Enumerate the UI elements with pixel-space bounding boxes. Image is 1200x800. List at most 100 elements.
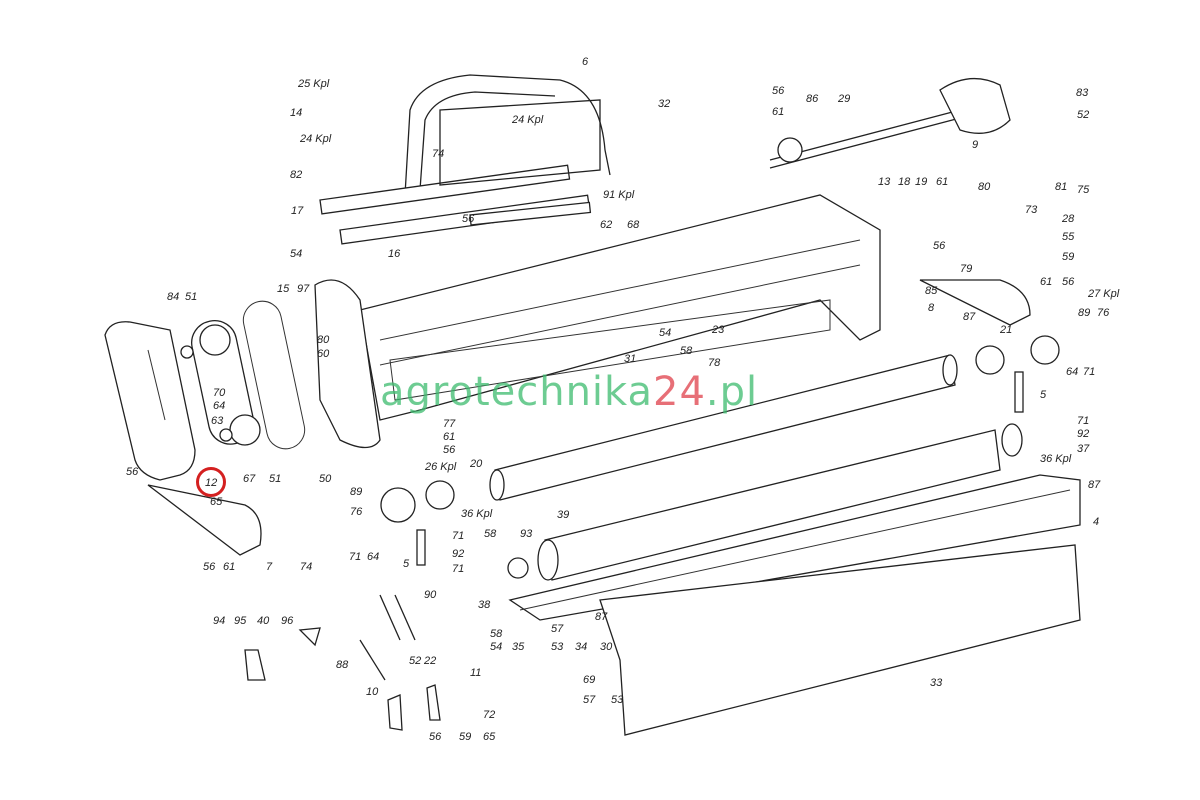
- part-label-58: 58: [484, 528, 497, 540]
- part-label-60: 60: [317, 348, 330, 360]
- parts-drawing: [104, 74, 1081, 736]
- part-label-82: 82: [290, 169, 302, 181]
- part-label-81: 81: [1055, 181, 1067, 193]
- part-label-56: 56: [443, 444, 456, 456]
- part-label-24-kpl: 24 Kpl: [299, 133, 332, 145]
- part-label-67: 67: [243, 473, 256, 485]
- part-label-71: 71: [1077, 415, 1089, 427]
- part-label-24-kpl: 24 Kpl: [511, 114, 544, 126]
- part-label-56: 56: [933, 240, 946, 252]
- small-parts: [244, 371, 1024, 731]
- part-label-61: 61: [772, 106, 784, 118]
- part-label-97: 97: [297, 283, 310, 295]
- watermark: agrotechnika24.pl: [380, 372, 758, 412]
- part-label-52: 52: [409, 655, 421, 667]
- side-plates: [147, 279, 1060, 579]
- part-label-75: 75: [1077, 184, 1090, 196]
- part-label-54: 54: [490, 641, 502, 653]
- part-label-68: 68: [627, 219, 640, 231]
- part-label-92: 92: [452, 548, 464, 560]
- part-label-56: 56: [203, 561, 216, 573]
- part-label-87: 87: [963, 311, 976, 323]
- part-label-80: 80: [978, 181, 991, 193]
- highlight-circle-part-12: [196, 467, 226, 497]
- part-label-56: 56: [1062, 276, 1075, 288]
- part-label-32: 32: [658, 98, 670, 110]
- part-label-61: 61: [443, 431, 455, 443]
- part-label-85: 85: [925, 285, 938, 297]
- part-label-71: 71: [349, 551, 361, 563]
- part-label-29: 29: [837, 93, 850, 105]
- part-label-89: 89: [1078, 307, 1090, 319]
- part-label-14: 14: [290, 107, 302, 119]
- part-label-77: 77: [443, 418, 456, 430]
- part-label-72: 72: [483, 709, 495, 721]
- part-label-59: 59: [459, 731, 471, 743]
- part-label-4: 4: [1093, 516, 1099, 528]
- part-label-50: 50: [319, 473, 332, 485]
- part-label-22: 22: [423, 655, 436, 667]
- pulleys-belts: [180, 300, 306, 450]
- part-label-70: 70: [213, 387, 226, 399]
- part-label-55: 55: [1062, 231, 1075, 243]
- part-label-91-kpl: 91 Kpl: [603, 189, 635, 201]
- part-label-64: 64: [367, 551, 379, 563]
- part-label-21: 21: [999, 324, 1012, 336]
- watermark-prefix: agrotechnika: [380, 369, 654, 415]
- part-label-5: 5: [1040, 389, 1047, 401]
- part-label-5: 5: [403, 558, 410, 570]
- part-label-56: 56: [462, 213, 475, 225]
- part-label-59: 59: [1062, 251, 1074, 263]
- part-label-52: 52: [1077, 109, 1089, 121]
- part-label-9: 9: [972, 139, 978, 151]
- part-label-94: 94: [213, 615, 225, 627]
- part-label-56: 56: [772, 85, 785, 97]
- part-label-36-kpl: 36 Kpl: [1040, 453, 1072, 465]
- part-label-39: 39: [557, 509, 569, 521]
- part-label-7: 7: [266, 561, 273, 573]
- part-label-8: 8: [928, 302, 935, 314]
- part-label-51: 51: [185, 291, 197, 303]
- part-label-25-kpl: 25 Kpl: [297, 78, 330, 90]
- part-label-30: 30: [600, 641, 613, 653]
- hitch-frame: [319, 74, 611, 245]
- part-label-74: 74: [432, 148, 444, 160]
- part-label-35: 35: [512, 641, 525, 653]
- part-label-10: 10: [366, 686, 379, 698]
- part-label-34: 34: [575, 641, 587, 653]
- part-label-71: 71: [452, 563, 464, 575]
- part-label-33: 33: [930, 677, 943, 689]
- part-label-86: 86: [806, 93, 819, 105]
- part-label-53: 53: [551, 641, 564, 653]
- part-label-51: 51: [269, 473, 281, 485]
- part-label-87: 87: [595, 611, 608, 623]
- part-label-95: 95: [234, 615, 247, 627]
- part-label-63: 63: [211, 415, 224, 427]
- part-label-37: 37: [1077, 443, 1090, 455]
- part-label-23: 23: [711, 324, 725, 336]
- part-label-96: 96: [281, 615, 294, 627]
- part-label-76: 76: [350, 506, 363, 518]
- part-label-88: 88: [336, 659, 349, 671]
- watermark-suffix: .pl: [705, 369, 759, 415]
- part-label-36-kpl: 36 Kpl: [461, 508, 493, 520]
- rotor-housing: [314, 194, 881, 449]
- part-label-56: 56: [429, 731, 442, 743]
- part-label-78: 78: [708, 357, 721, 369]
- part-label-74: 74: [300, 561, 312, 573]
- part-label-90: 90: [424, 589, 437, 601]
- part-label-58: 58: [490, 628, 503, 640]
- part-label-61: 61: [936, 176, 948, 188]
- part-label-54: 54: [290, 248, 302, 260]
- part-label-87: 87: [1088, 479, 1101, 491]
- part-label-79: 79: [960, 263, 972, 275]
- part-label-61: 61: [223, 561, 235, 573]
- part-label-16: 16: [388, 248, 401, 260]
- rear-roller: [537, 423, 1023, 581]
- part-label-54: 54: [659, 327, 671, 339]
- rear-hood: [508, 474, 1081, 736]
- part-label-40: 40: [257, 615, 270, 627]
- part-label-53: 53: [611, 694, 624, 706]
- part-label-89: 89: [350, 486, 362, 498]
